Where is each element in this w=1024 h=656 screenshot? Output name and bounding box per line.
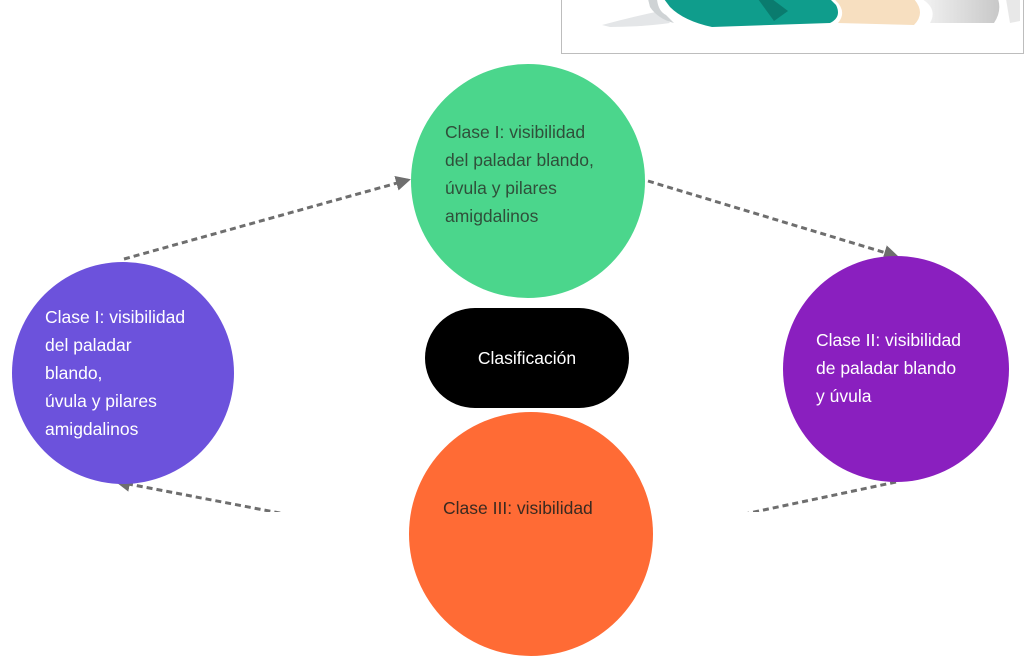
illustration-image xyxy=(561,0,1024,54)
class-node-top[interactable]: Clase I: visibilidad del paladar blando,… xyxy=(411,64,645,298)
illustration-glove xyxy=(923,0,1000,23)
connector-arrows xyxy=(115,175,899,512)
illustration-shadow xyxy=(648,0,674,23)
illustration-scrubs xyxy=(664,0,838,27)
arrow-top-to-right xyxy=(647,179,899,260)
illustration-cloth xyxy=(602,11,670,27)
illustration-edge xyxy=(1006,0,1020,23)
illustration-fold xyxy=(758,0,788,21)
illustration-skin xyxy=(835,0,920,25)
center-classification-pill[interactable]: Clasificación xyxy=(425,308,629,408)
arrow-bottom-to-left xyxy=(115,476,283,512)
class-node-right-label: Clase II: visibilidad de paladar blando … xyxy=(816,330,961,406)
center-label: Clasificación xyxy=(477,347,577,368)
illustration-art xyxy=(602,0,1020,27)
class-node-top-label: Clase I: visibilidad del paladar blando,… xyxy=(445,122,594,226)
class-node-bottom-label: Clase III: visibilidad xyxy=(443,498,593,518)
class-node-bottom[interactable]: Clase III: visibilidad xyxy=(409,412,653,656)
class-node-right[interactable]: Clase II: visibilidad de paladar blando … xyxy=(783,256,1009,482)
class-node-left-label: Clase I: visibilidad del paladar blando,… xyxy=(45,307,186,439)
arrow-left-to-top xyxy=(123,175,411,261)
arrow-right-to-bottom xyxy=(746,480,897,512)
class-node-left[interactable]: Clase I: visibilidad del paladar blando,… xyxy=(12,262,234,484)
